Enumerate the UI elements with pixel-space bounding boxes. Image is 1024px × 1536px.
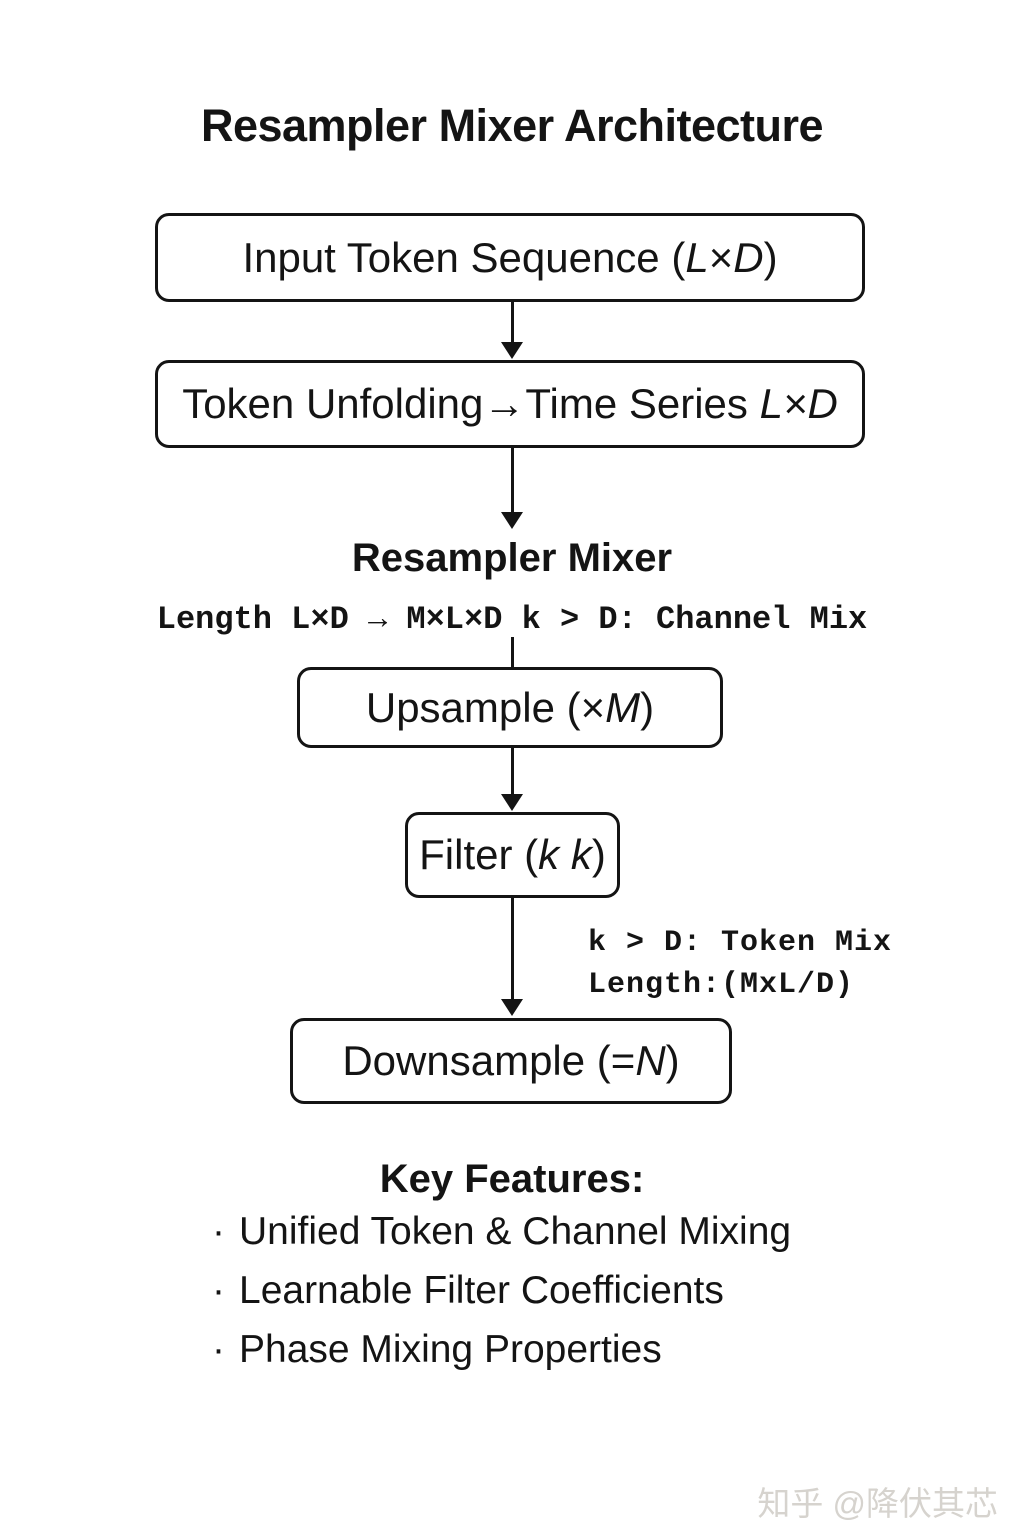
arrow-line [511,448,514,514]
bullet-icon: · [212,1269,225,1312]
arrow-head-icon [501,794,523,811]
key-features-heading: Key Features: [379,1157,645,1201]
arrow-head-icon [501,999,523,1016]
upsample-box: Upsample (×M) [297,667,723,748]
connector-line [511,637,514,667]
upsample-label: Upsample (×M) [365,683,655,731]
downsample-label: Downsample (=N) [342,1037,680,1084]
arrow-line [511,898,514,1001]
token-unfolding-box: Token Unfolding→Time Series L×D [155,360,865,448]
downsample-box: Downsample (=N) [290,1018,732,1104]
feature-item-unified-mixing: · Unified Token & Channel Mixing [212,1210,972,1254]
filter-label: Filter (k k) [419,831,606,878]
feature-item-learnable-filter: · Learnable Filter Coefficients [212,1269,972,1313]
bullet-icon: · [212,1328,225,1371]
feature-item-label: Learnable Filter Coefficients [239,1269,724,1312]
filter-output-annotation-line1: k > D: Token Mix [588,926,893,960]
bullet-icon: · [212,1210,225,1253]
input-token-sequence-label: Input Token Sequence (L×D) [242,233,778,281]
arrow-line [511,302,514,344]
arrow-head-icon [501,512,523,529]
page-title: Resampler Mixer Architecture [200,100,824,151]
filter-output-annotation-line2: Length:(MxL/D) [588,968,855,1002]
feature-item-phase-mixing: · Phase Mixing Properties [212,1328,972,1372]
watermark-zhihu: 知乎 @降伏其芯 [757,1485,998,1522]
arrow-line [511,748,514,796]
mixer-length-annotation: Length L×D → M×L×D k > D: Channel Mix [156,601,868,638]
filter-output-annotation: k > D: Token Mix Length:(MxL/D) [588,922,892,1006]
filter-box: Filter (k k) [405,812,620,898]
arrow-head-icon [501,342,523,359]
feature-item-label: Phase Mixing Properties [239,1328,662,1371]
input-token-sequence-box: Input Token Sequence (L×D) [155,213,865,302]
resampler-mixer-heading: Resampler Mixer [351,536,673,580]
token-unfolding-label: Token Unfolding→Time Series L×D [182,380,838,427]
feature-item-label: Unified Token & Channel Mixing [239,1210,792,1253]
